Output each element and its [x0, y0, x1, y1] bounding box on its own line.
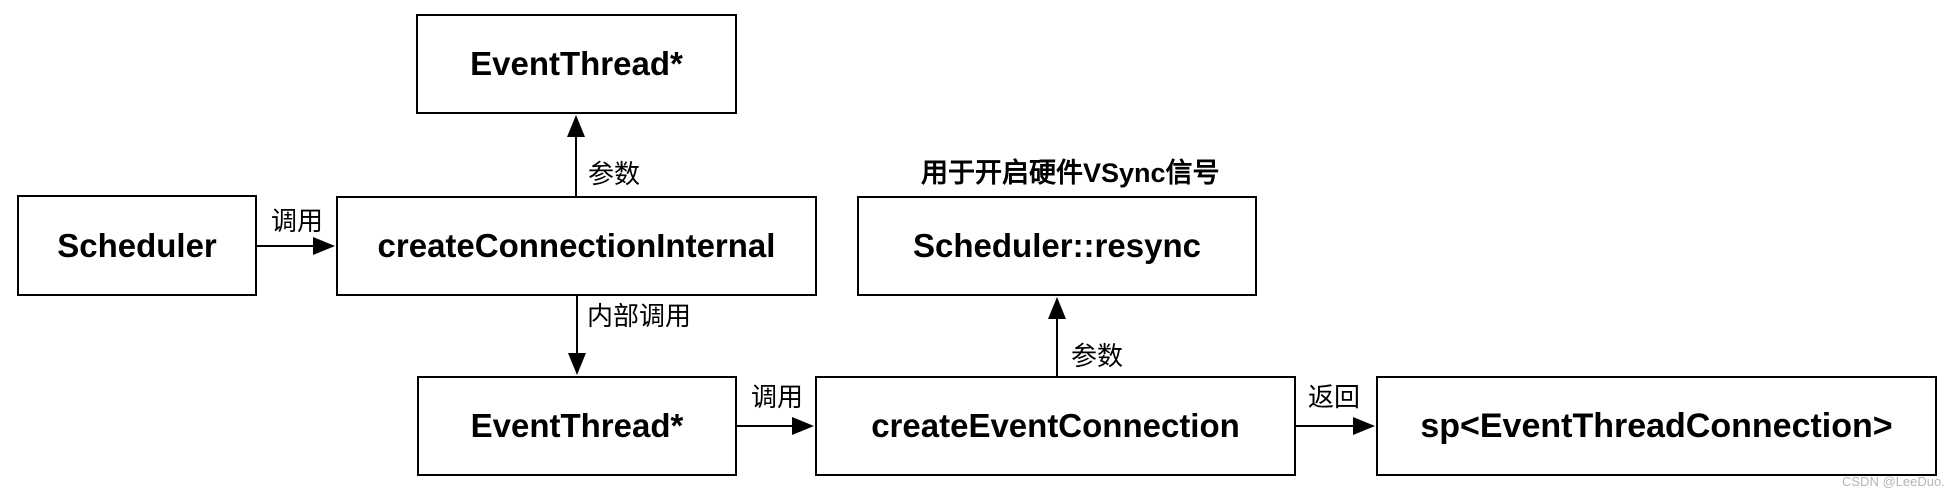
node-create-connection-internal-label: createConnectionInternal	[377, 227, 776, 264]
node-sp-event-thread-connection-label: sp<EventThreadConnection>	[1420, 406, 1893, 445]
edge-label-call-scheduler: 调用	[271, 206, 324, 236]
edge-label-param-top: 参数	[588, 159, 641, 189]
node-event-thread-top-label: EventThread*	[470, 45, 683, 82]
node-create-event-connection: createEventConnection	[815, 376, 1296, 476]
edge-label-return: 返回	[1308, 382, 1361, 412]
node-event-thread-bottom: EventThread*	[417, 376, 737, 476]
node-event-thread-bottom-label: EventThread*	[470, 407, 684, 444]
node-scheduler-resync-label: Scheduler::resync	[913, 227, 1201, 264]
resync-annotation: 用于开启硬件VSync信号	[921, 158, 1220, 188]
node-scheduler-resync: Scheduler::resync	[857, 196, 1257, 296]
node-create-connection-internal: createConnectionInternal	[336, 196, 817, 296]
edge-label-internal-call: 内部调用	[587, 301, 692, 331]
node-event-thread-top: EventThread*	[416, 14, 737, 114]
node-sp-event-thread-connection: sp<EventThreadConnection>	[1376, 376, 1937, 476]
csdn-watermark: CSDN @LeeDuo.	[1842, 474, 1945, 489]
node-scheduler: Scheduler	[17, 195, 257, 296]
node-scheduler-label: Scheduler	[57, 226, 217, 264]
edge-label-call-eventthread: 调用	[751, 382, 804, 412]
node-create-event-connection-label: createEventConnection	[871, 407, 1240, 444]
edge-label-param-resync: 参数	[1071, 341, 1124, 371]
